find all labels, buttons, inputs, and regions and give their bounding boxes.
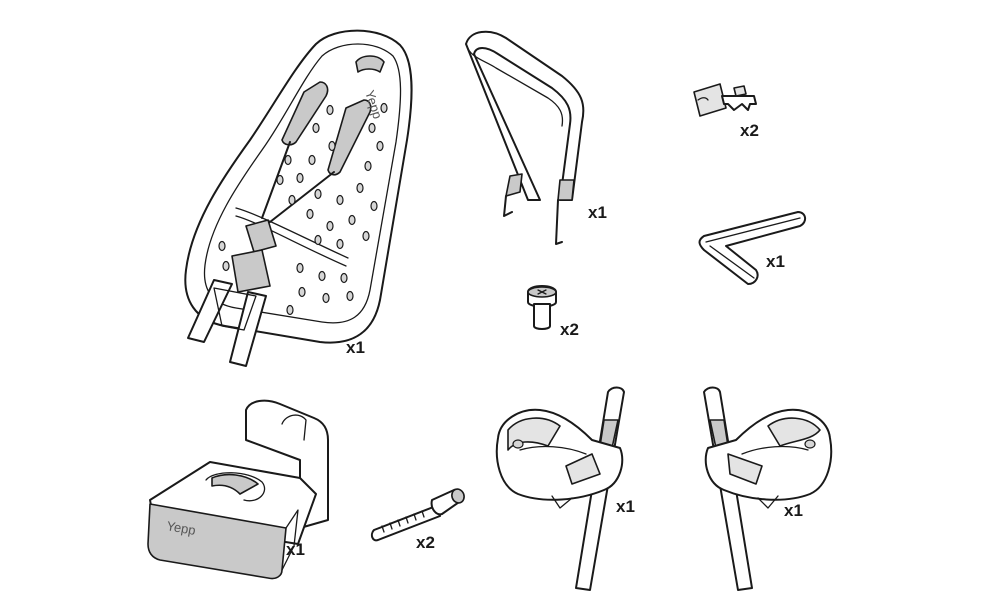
footrest-right-icon: x1 [703, 386, 833, 591]
mount-base-quantity: x1 [286, 540, 305, 559]
short-bolt-icon: x2 [527, 285, 579, 339]
long-bolt-quantity: x2 [416, 533, 435, 552]
allen-key-quantity: x1 [766, 252, 785, 271]
handlebar-bar-icon: x1 [465, 30, 607, 245]
handlebar-quantity: x1 [588, 203, 607, 222]
screw-quantity: x2 [560, 320, 579, 339]
lock-key-icon: x2 [693, 83, 759, 140]
child-seat-shell-icon: Yepp x1 [184, 29, 413, 367]
long-bolt-icon: x2 [370, 488, 465, 552]
footrest-right-quantity: x1 [784, 501, 803, 520]
hex-allen-key-icon: x1 [698, 211, 806, 285]
footrest-left-quantity: x1 [616, 497, 635, 516]
mount-base-brand-text: Yepp [165, 518, 196, 538]
seat-quantity: x1 [346, 338, 365, 357]
seat-vent-holes [218, 102, 388, 316]
key-quantity: x2 [740, 121, 759, 140]
footrest-left-icon: x1 [495, 386, 635, 591]
seat-mount-base-icon: Yepp x1 [147, 399, 329, 580]
